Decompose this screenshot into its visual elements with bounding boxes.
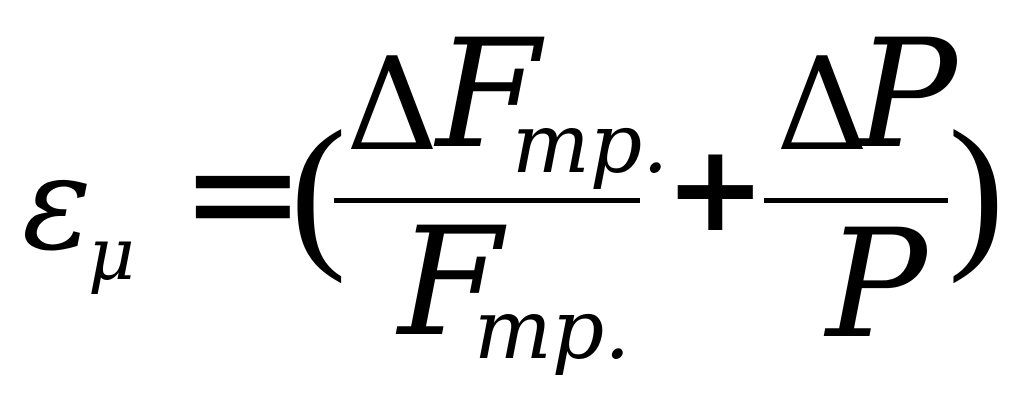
- fraction-bar-term2: [764, 198, 948, 203]
- friction-force-denominator: F: [398, 196, 503, 370]
- mu-subscript: μ: [88, 212, 135, 296]
- delta-symbol-term1: Δ: [346, 31, 439, 180]
- left-parenthesis: (: [290, 96, 347, 284]
- friction-force-numerator: F: [436, 8, 541, 182]
- equals-sign: =: [180, 106, 306, 280]
- fraction-bar-term1: [334, 198, 640, 203]
- load-numerator: P: [856, 8, 957, 182]
- friction-subscript-denominator: тр.: [474, 283, 631, 378]
- friction-subscript-numerator: тр.: [512, 97, 669, 192]
- load-denominator: P: [826, 198, 927, 372]
- epsilon-symbol: ε: [22, 127, 92, 279]
- delta-symbol-term2: Δ: [776, 31, 869, 180]
- plus-sign: +: [665, 120, 766, 259]
- right-parenthesis: ): [948, 96, 1005, 284]
